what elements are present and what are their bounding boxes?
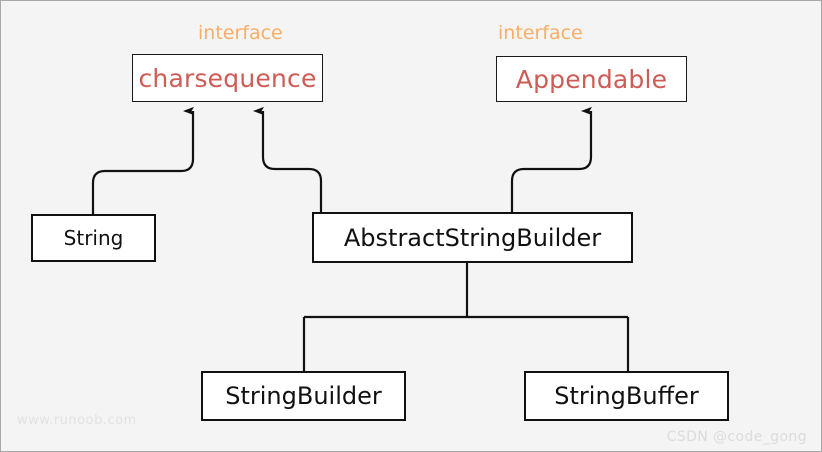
stereo-appendable: interface (498, 22, 583, 44)
csdn-watermark: CSDN @code_gong (666, 429, 807, 445)
node-label-abstract-string-builder: AbstractStringBuilder (343, 223, 602, 252)
node-string-buffer[interactable]: StringBuffer (524, 371, 729, 421)
runoob-watermark: www.runoob.com (17, 413, 137, 428)
edge-asb-implements-appendable (510, 106, 593, 212)
edge-asb-implements-charsequence (253, 106, 323, 212)
edge-string-implements-charsequence (91, 106, 195, 214)
node-abstract-string-builder[interactable]: AbstractStringBuilder (312, 212, 633, 263)
node-label-appendable: Appendable (515, 64, 668, 94)
node-label-string-buffer: StringBuffer (554, 382, 699, 410)
node-label-charsequence: charsequence (138, 63, 317, 93)
node-charsequence[interactable]: charsequence (132, 54, 323, 102)
stereo-charsequence: interface (198, 22, 283, 44)
node-label-string-builder: StringBuilder (225, 382, 382, 410)
node-label-string: String (63, 226, 124, 250)
node-string[interactable]: String (31, 214, 156, 262)
node-appendable[interactable]: Appendable (496, 56, 687, 102)
node-string-builder[interactable]: StringBuilder (201, 371, 406, 421)
